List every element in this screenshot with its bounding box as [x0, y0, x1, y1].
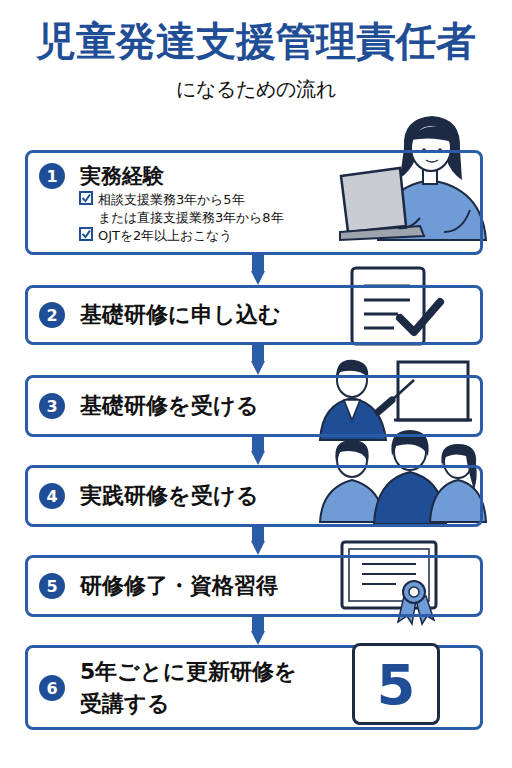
- checklist-document-icon: [400, 302, 440, 332]
- flow-arrow: [252, 617, 264, 631]
- step-label: 研修修了・資格習得: [80, 570, 278, 602]
- step-number: 6: [46, 679, 57, 698]
- laptop-person-figure: [340, 116, 486, 240]
- teacher-figure: [394, 419, 472, 422]
- page-title: 児童発達支援管理責任者: [0, 14, 512, 69]
- step-number: 2: [46, 306, 57, 325]
- step-label: 実務経験: [80, 161, 390, 191]
- certificate-icon: [362, 583, 396, 585]
- requirement-item: OJTを2年以上おこなう: [98, 227, 338, 245]
- checklist-document-icon: [352, 268, 440, 344]
- flow-arrow: [252, 437, 264, 451]
- laptop-person-figure: [400, 116, 462, 180]
- step-number: 4: [46, 487, 57, 506]
- students-figure: [430, 480, 486, 522]
- checklist-document-icon: [364, 327, 394, 330]
- step-box: 実務経験相談支援業務3年から5年 または直接支援業務3年から8年OJTを2年以上…: [25, 150, 483, 255]
- checklist-document-icon: [364, 313, 398, 316]
- students-figure: [335, 440, 368, 462]
- step-number-circle: 3: [39, 393, 65, 419]
- step-number-circle: 2: [39, 302, 65, 328]
- certificate-icon: [409, 587, 419, 597]
- certificate-icon: [362, 573, 416, 575]
- step-number: 5: [46, 577, 57, 596]
- teacher-figure: [398, 362, 468, 420]
- teacher-figure: [392, 380, 414, 400]
- laptop-person-figure: [398, 218, 420, 228]
- laptop-person-figure: [411, 125, 451, 171]
- flow-arrow: [252, 345, 264, 361]
- step-label: 基礎研修に申し込む: [80, 299, 281, 331]
- laptop-person-figure: [341, 168, 406, 232]
- requirement-item: 相談支援業務3年から5年 または直接支援業務3年から8年: [98, 191, 338, 227]
- checklist-document-icon: [364, 299, 410, 302]
- calendar-icon: 5: [352, 643, 440, 725]
- teacher-figure: [378, 400, 392, 412]
- flow-arrow: [252, 255, 264, 271]
- checkbox-icon: [80, 228, 92, 240]
- step-box: 基礎研修に申し込む 2: [25, 285, 483, 345]
- checkbox-icon: [80, 192, 92, 240]
- checkbox-icon: [83, 195, 91, 202]
- step-number-circle: 5: [39, 573, 65, 599]
- step-number-circle: 6: [39, 675, 65, 701]
- step-label: 5年ごとに更新研修を 受講する: [80, 656, 330, 720]
- students-figure: [320, 430, 486, 524]
- step-box: 基礎研修を受ける 3: [25, 375, 483, 437]
- step-number: 1: [46, 167, 57, 186]
- laptop-person-figure: [411, 127, 452, 143]
- step-number-circle: 1: [39, 163, 65, 189]
- step-box: 実践研修を受ける 4: [25, 465, 483, 527]
- teacher-figure: [320, 398, 386, 440]
- step-label: 基礎研修を受ける: [80, 390, 259, 422]
- step-box: 研修修了・資格習得 5: [25, 555, 483, 617]
- calendar-number: 5: [377, 652, 416, 717]
- flow-arrow: [252, 527, 264, 541]
- checkbox-icon: [80, 192, 92, 204]
- teacher-figure: [320, 360, 472, 440]
- certificate-icon: [403, 581, 425, 603]
- students-figure: [391, 430, 428, 456]
- step-label: 実践研修を受ける: [80, 480, 259, 512]
- step-number-circle: 4: [39, 483, 65, 509]
- page-subtitle: になるための流れ: [0, 76, 512, 103]
- step-number: 3: [46, 397, 57, 416]
- laptop-person-figure: [426, 160, 438, 162]
- certificate-icon: [342, 542, 436, 608]
- teacher-figure: [344, 400, 360, 420]
- certificate-icon: [362, 563, 416, 565]
- laptop-person-figure: [340, 226, 424, 240]
- checkbox-icon: [83, 231, 91, 238]
- laptop-person-figure: [444, 210, 470, 232]
